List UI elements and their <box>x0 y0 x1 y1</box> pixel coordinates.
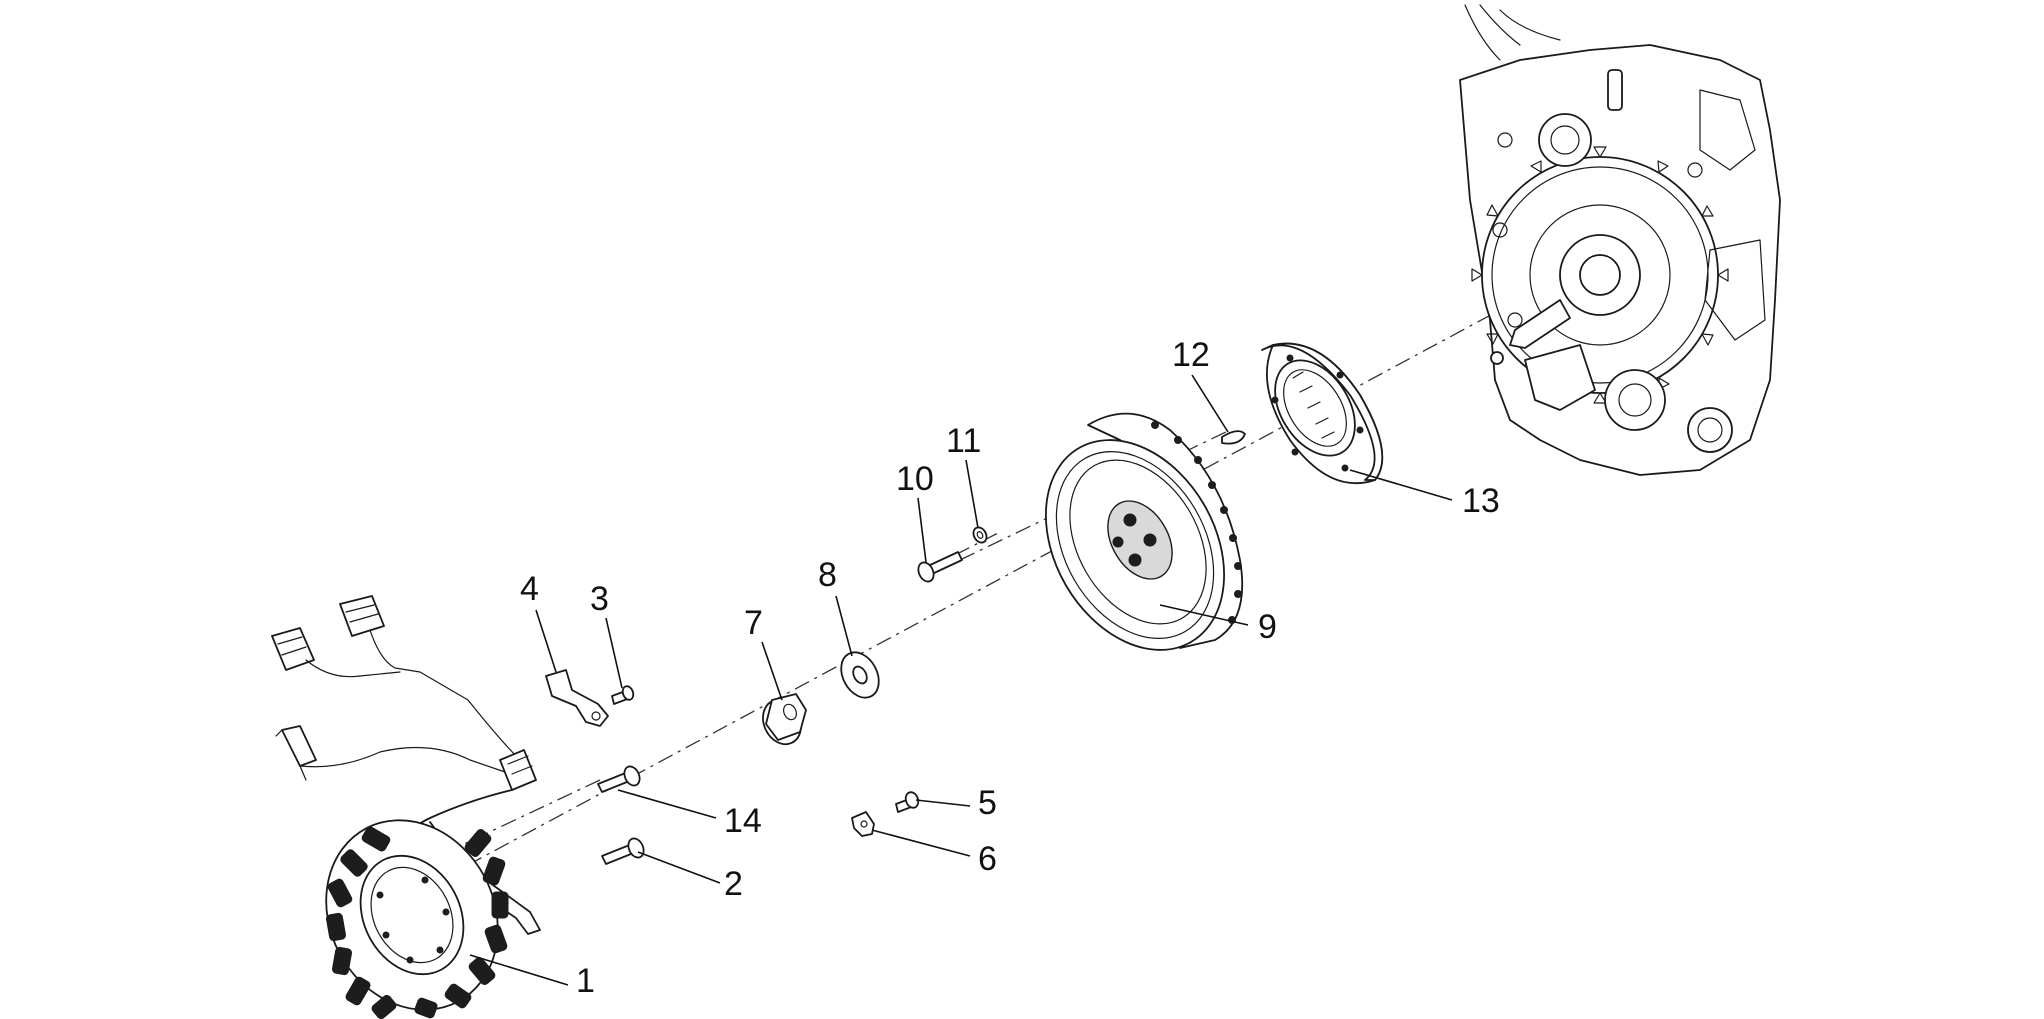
leader-6 <box>871 829 971 857</box>
callout-4: 4 <box>520 570 539 608</box>
part-11-washer <box>972 526 988 544</box>
part-1-stator-harness <box>271 595 541 1019</box>
callout-10: 10 <box>896 460 934 498</box>
engine-crankcase <box>1459 4 1781 476</box>
part-7-flange-nut <box>762 693 807 746</box>
part-3-screw <box>611 685 635 705</box>
callout-7: 7 <box>744 604 763 642</box>
part-5-screw <box>895 791 920 813</box>
part-14-bolt <box>597 765 641 793</box>
leader-4 <box>535 609 557 673</box>
leader-14 <box>617 789 717 819</box>
leader-8 <box>835 595 853 657</box>
leader-7 <box>761 641 783 701</box>
callout-6: 6 <box>978 840 997 878</box>
callout-13: 13 <box>1462 482 1500 520</box>
part-6-clip <box>851 811 875 837</box>
leader-3 <box>605 617 623 689</box>
leader-13 <box>1349 469 1453 501</box>
part-9-flywheel-rotor <box>1045 412 1244 651</box>
part-8-washer <box>840 651 880 699</box>
callout-3: 3 <box>590 580 609 618</box>
callout-1: 1 <box>576 962 595 1000</box>
callout-labels: 1 2 3 4 5 6 7 8 9 10 11 12 13 14 <box>520 336 1500 1000</box>
leader-5 <box>915 799 971 807</box>
leader-11 <box>965 459 979 529</box>
callout-11: 11 <box>946 422 981 460</box>
leader-1 <box>469 954 569 986</box>
part-12-woodruff-key <box>1221 430 1246 445</box>
callout-14: 14 <box>724 802 762 840</box>
part-10-screw <box>917 551 963 583</box>
leader-2 <box>637 851 721 884</box>
leader-9 <box>1159 604 1249 626</box>
part-2-bolt <box>601 837 645 865</box>
callout-8: 8 <box>818 556 837 594</box>
callout-9: 9 <box>1258 608 1277 646</box>
leader-12 <box>1191 374 1229 433</box>
callout-12: 12 <box>1172 336 1210 374</box>
part-4-cable-clamp <box>545 669 609 727</box>
leader-10 <box>917 497 927 563</box>
part-13-starter-clutch <box>1261 342 1384 485</box>
callout-5: 5 <box>978 784 997 822</box>
callout-2: 2 <box>724 865 743 903</box>
leader-lines <box>469 374 1453 986</box>
screw-axis <box>954 531 1001 556</box>
